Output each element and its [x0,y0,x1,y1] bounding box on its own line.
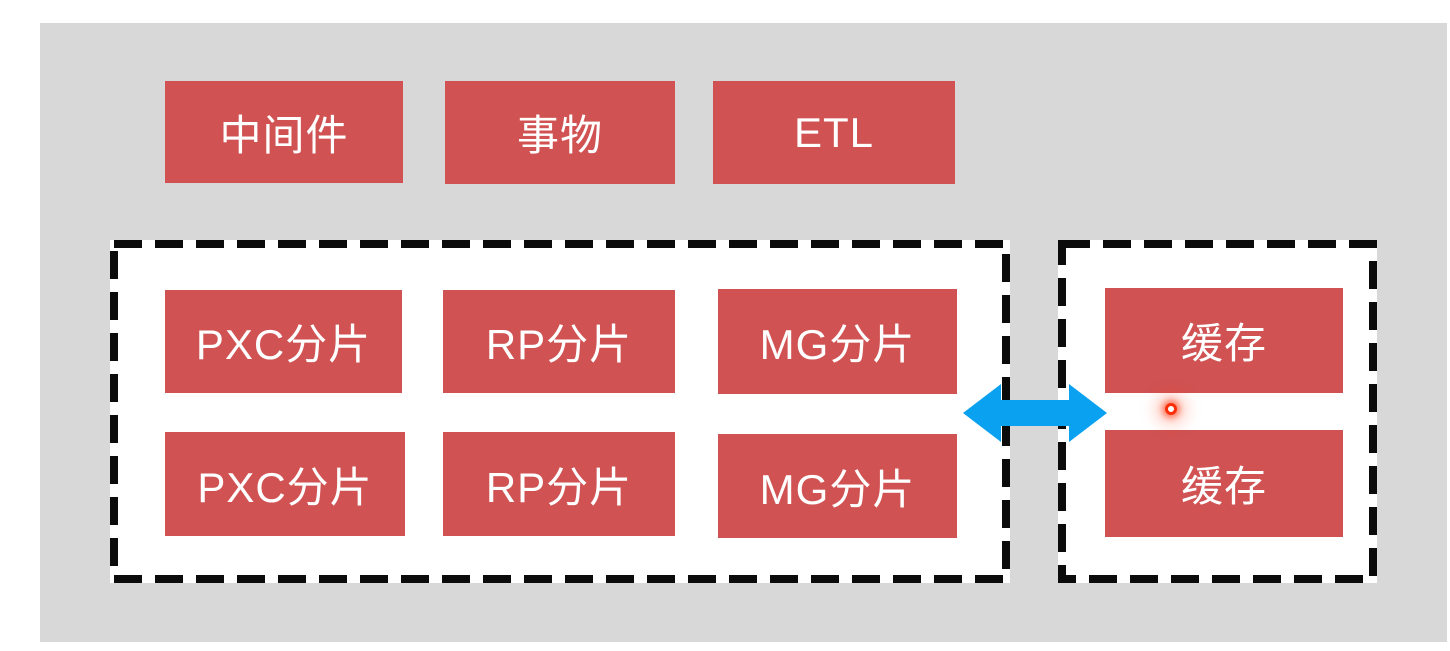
node-pxc-shard-2-label: PXC分片 [197,463,373,511]
node-cache-1: 缓存 [1105,288,1343,393]
node-pxc-shard-2: PXC分片 [165,432,405,536]
node-cache-2: 缓存 [1105,430,1343,537]
cache-cluster-container: 缓存 缓存 [1058,240,1377,583]
node-etl-label: ETL [793,108,875,156]
node-transaction: 事物 [445,81,675,184]
node-mg-shard-2: MG分片 [718,434,957,538]
node-transaction-label: 事物 [516,112,603,159]
node-cache-1-label: 缓存 [1180,320,1267,367]
node-mg-shard-2-label: MG分片 [759,465,916,513]
node-mg-shard-1-label: MG分片 [759,321,916,368]
node-mg-shard-1: MG分片 [718,289,957,394]
node-middleware-label: 中间件 [219,111,349,159]
node-etl: ETL [713,81,955,184]
node-middleware: 中间件 [165,81,403,183]
node-pxc-shard-1-label: PXC分片 [195,321,372,368]
double-arrow-icon [960,380,1110,446]
cursor-click-indicator [1165,403,1177,415]
node-pxc-shard-1: PXC分片 [165,290,402,393]
node-rp-shard-1: RP分片 [443,290,675,393]
node-rp-shard-1-label: RP分片 [485,321,633,368]
node-cache-2-label: 缓存 [1180,463,1267,510]
shard-cluster-container: PXC分片 RP分片 MG分片 PXC分片 RP分片 MG分片 [110,240,1010,583]
node-rp-shard-2: RP分片 [443,432,675,536]
node-rp-shard-2-label: RP分片 [485,463,633,511]
